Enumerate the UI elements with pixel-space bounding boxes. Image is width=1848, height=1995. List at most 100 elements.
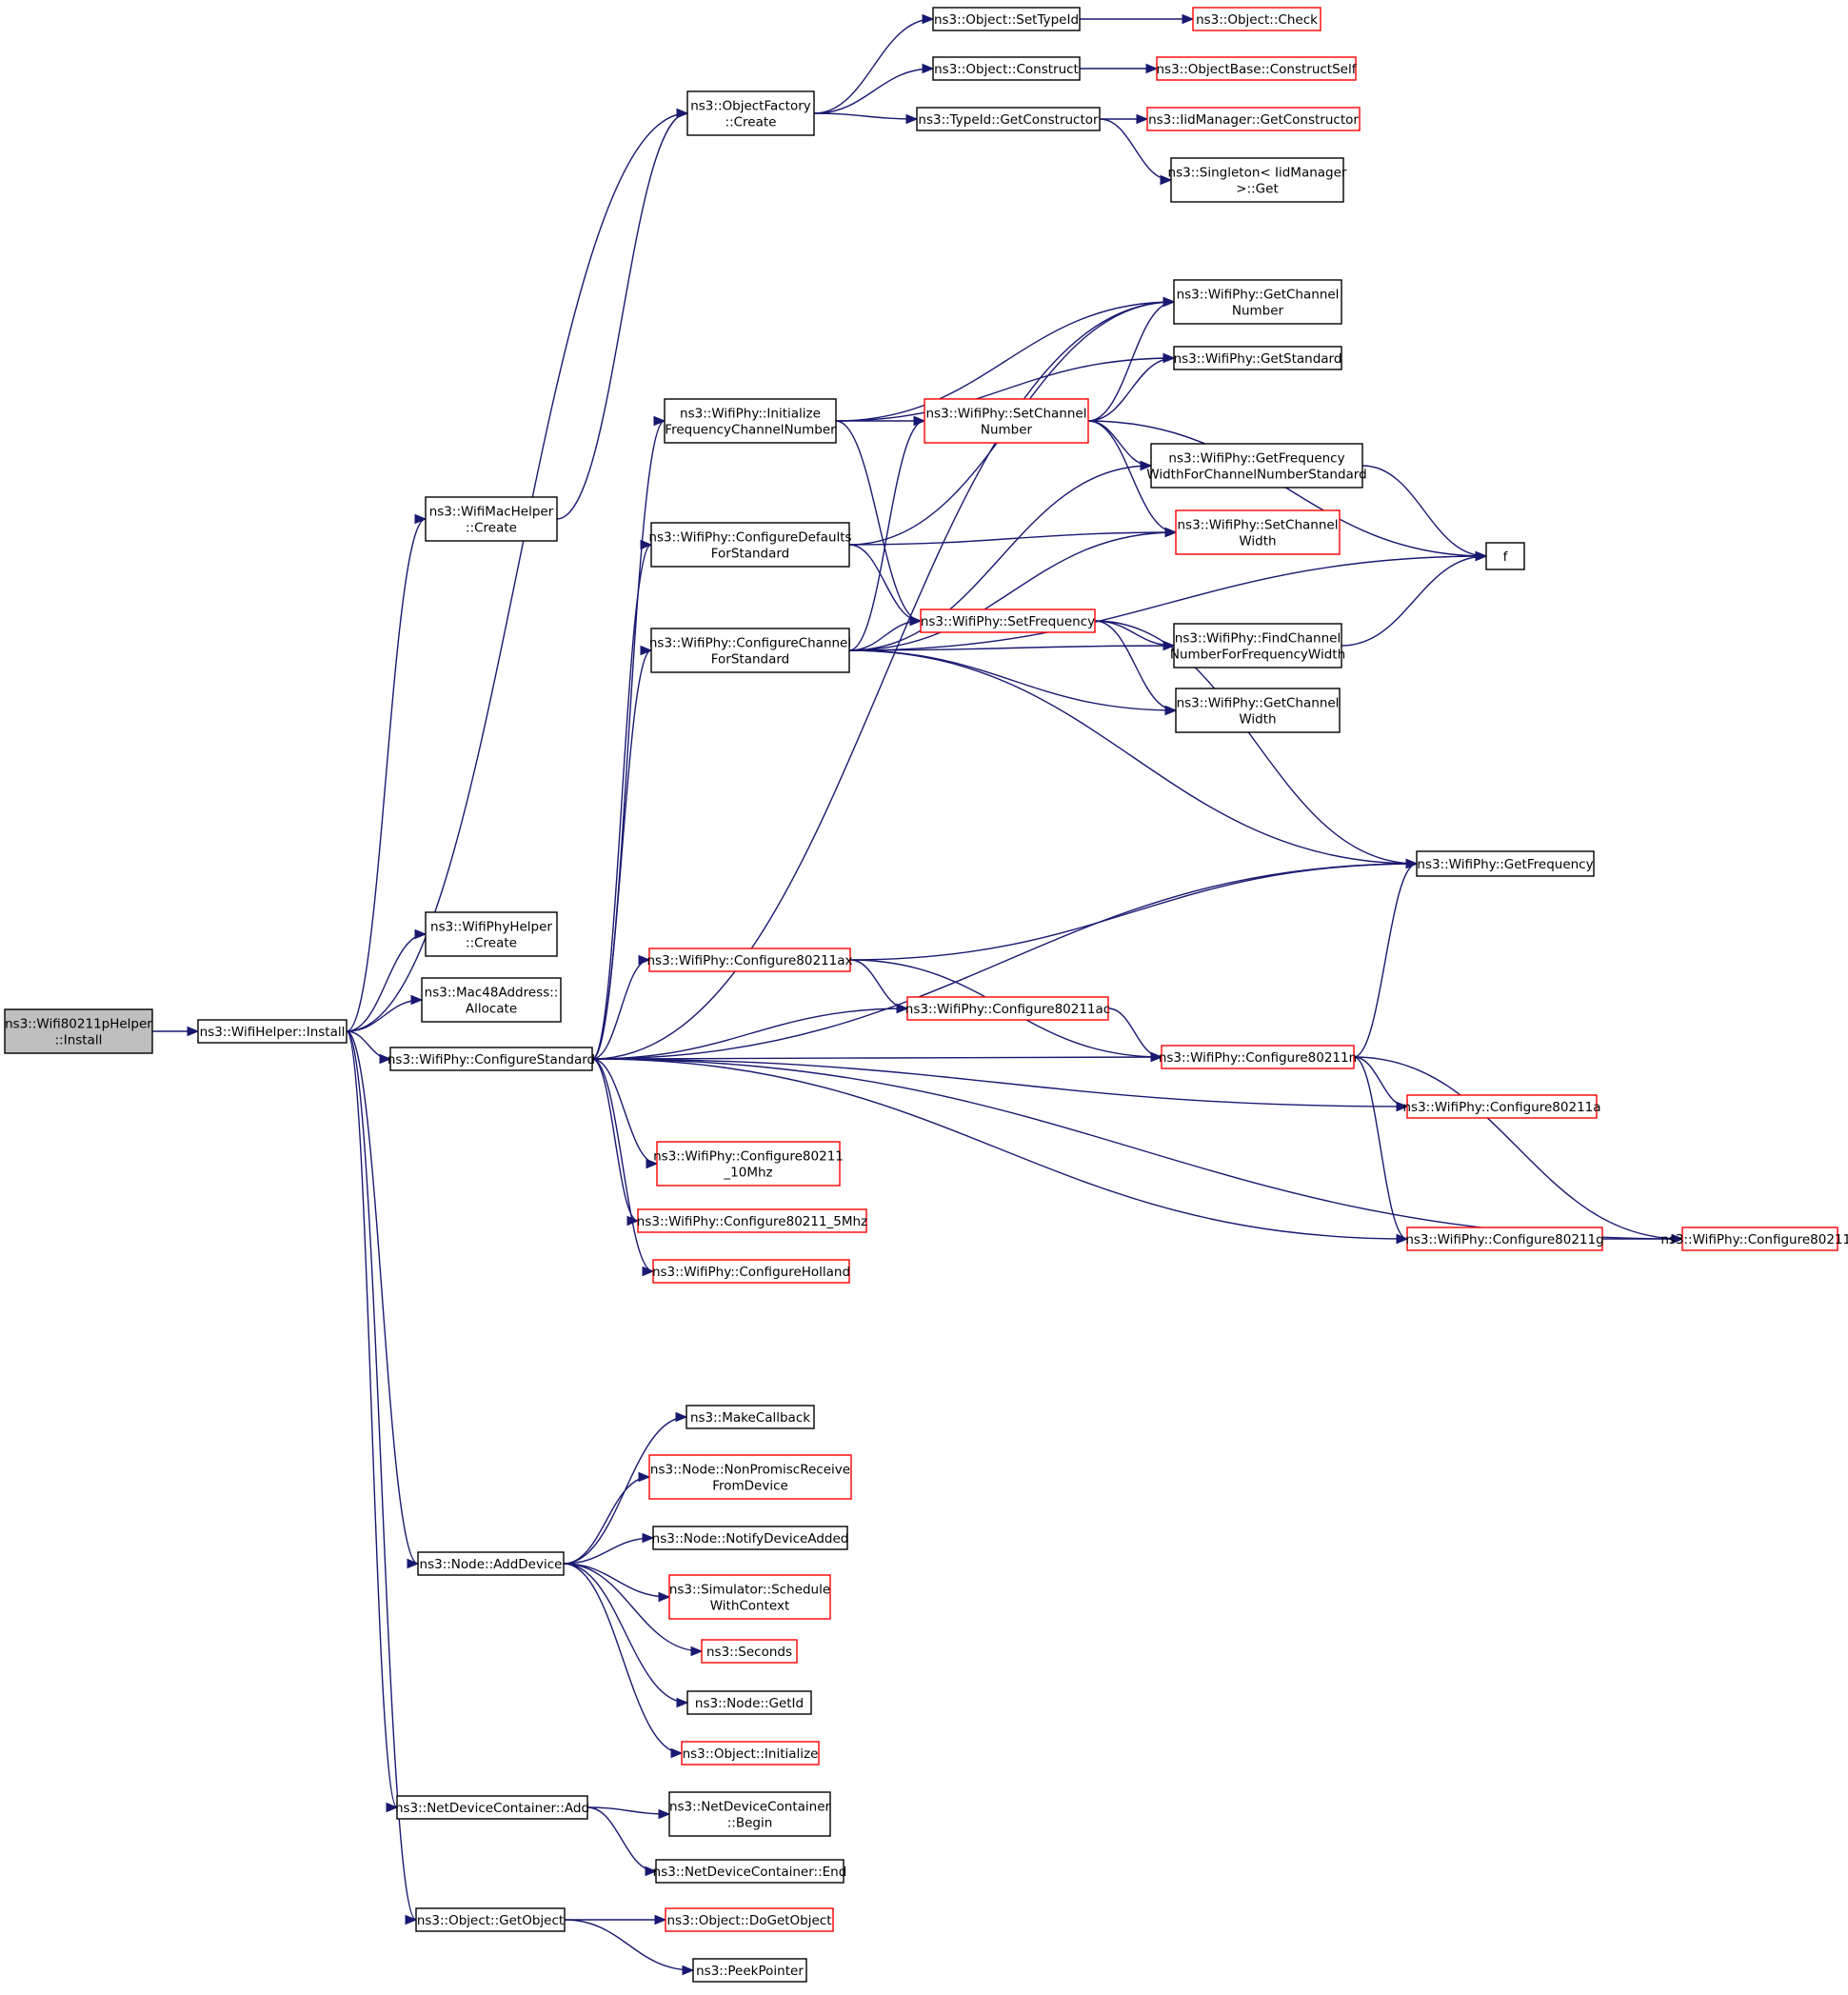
node-n28[interactable]: ns3::WifiPhy::Configure80211ac (905, 996, 1110, 1021)
edge-n16-n17 (836, 415, 926, 427)
node-label: ns3::PeekPointer (696, 1964, 804, 1979)
node-n22[interactable]: ns3::WifiPhy::ConfigureChannelForStandar… (649, 628, 851, 673)
node-n15[interactable]: ns3::WifiPhy::GetStandard (1173, 346, 1342, 370)
node-n39[interactable]: ns3::Node::NotifyDeviceAdded (652, 1526, 849, 1550)
node-n23[interactable]: ns3::WifiPhy::SetFrequency (920, 608, 1096, 633)
node-n47[interactable]: ns3::Object::GetObject (415, 1907, 566, 1932)
arrowhead (638, 1471, 651, 1483)
node-n32[interactable]: ns3::WifiPhy::Configure80211_5Mhz (637, 1208, 867, 1233)
node-n19[interactable]: ns3::WifiPhy::ConfigureDefaultsForStanda… (648, 522, 852, 568)
node-n7[interactable]: ns3::TypeId::GetConstructor (916, 107, 1101, 131)
node-n42[interactable]: ns3::Node::GetId (686, 1690, 812, 1715)
node-label: ::Create (466, 936, 517, 951)
edge-n1-n2 (346, 108, 689, 1032)
node-n36[interactable]: ns3::Node::AddDevice (417, 1551, 565, 1576)
node-n11[interactable]: ns3::WifiPhyHelper::Create (425, 911, 558, 957)
node-n30[interactable]: ns3::WifiPhy::Configure80211a (1402, 1094, 1601, 1119)
edge-line (848, 649, 1418, 865)
edge-line (813, 18, 934, 114)
arrowhead (379, 1053, 392, 1065)
node-n2[interactable]: ns3::ObjectFactory::Create (686, 90, 815, 136)
arrowhead (645, 1865, 658, 1877)
node-label: ns3::WifiPhy::Configure80211_5Mhz (637, 1214, 867, 1229)
node-n48[interactable]: ns3::Object::DoGetObject (665, 1907, 834, 1932)
node-n37[interactable]: ns3::MakeCallback (686, 1405, 815, 1429)
node-n1[interactable]: ns3::WifiHelper::Install (197, 1019, 348, 1044)
arrowhead (682, 1965, 695, 1976)
node-n24[interactable]: ns3::WifiPhy::FindChannelNumberForFreque… (1170, 623, 1345, 668)
edge-line (346, 112, 688, 1032)
arrowhead (1396, 1233, 1409, 1245)
node-n31[interactable]: ns3::WifiPhy::Configure80211_10Mhz (653, 1141, 844, 1187)
arrowhead (913, 415, 926, 427)
edge-n22-n20 (848, 527, 1178, 651)
node-box (417, 1551, 565, 1576)
node-n34[interactable]: ns3::WifiPhy::Configure80211g (1405, 1227, 1604, 1251)
node-n33[interactable]: ns3::WifiPhy::ConfigureHolland (652, 1259, 850, 1284)
node-box (668, 1574, 831, 1620)
node-n9[interactable]: ns3::Singleton< IidManager>::Get (1168, 157, 1347, 203)
node-n10[interactable]: ns3::WifiMacHelper::Create (425, 496, 558, 542)
node-n8[interactable]: ns3::IidManager::GetConstructor (1146, 107, 1361, 131)
node-n41[interactable]: ns3::Seconds (701, 1639, 798, 1664)
node-n45[interactable]: ns3::NetDeviceContainer::Begin (668, 1791, 831, 1837)
node-n35[interactable]: ns3::WifiPhy::Configure80211b (1660, 1227, 1848, 1251)
node-n13[interactable]: ns3::WifiPhy::ConfigureStandard (387, 1047, 595, 1071)
edge-n2-n7 (813, 112, 919, 125)
edge-n1-n10 (346, 513, 427, 1032)
node-box (425, 496, 558, 542)
edge-n5-n6 (1080, 63, 1159, 74)
node-box (1146, 107, 1361, 131)
node-label: ns3::Object::Construct (934, 62, 1079, 77)
node-box (197, 1019, 348, 1044)
edge-n36-n38 (563, 1471, 651, 1565)
node-label: ns3::WifiPhy::FindChannel (1175, 631, 1341, 647)
node-n3[interactable]: ns3::Object::SetTypeId (932, 7, 1081, 31)
edge-line (848, 645, 1175, 651)
node-n26[interactable]: ns3::WifiPhy::GetFrequency (1416, 850, 1595, 877)
edge-n2-n5 (813, 63, 935, 114)
edge-line (591, 863, 1418, 1060)
node-n16[interactable]: ns3::WifiPhy::InitializeFrequencyChannel… (664, 398, 837, 444)
edge-line (835, 420, 922, 622)
node-label: NumberForFrequencyWidth (1170, 648, 1345, 663)
node-n12[interactable]: ns3::Mac48Address::Allocate (421, 977, 562, 1023)
node-box (650, 628, 850, 673)
node-box (1681, 1227, 1838, 1251)
node-label: ns3::WifiPhy::ConfigureChannel (649, 636, 851, 651)
node-box (1192, 7, 1321, 31)
node-box (916, 107, 1101, 131)
node-n27[interactable]: ns3::WifiPhy::Configure80211ax (646, 948, 853, 972)
node-box (920, 608, 1096, 633)
edge-line (1107, 1007, 1162, 1058)
node-n5[interactable]: ns3::Object::Construct (932, 56, 1081, 81)
node-box (648, 948, 851, 972)
node-n21[interactable]: f (1485, 542, 1525, 570)
node-label: WidthForChannelNumberStandard (1146, 468, 1366, 483)
edge-n1-n11 (346, 928, 427, 1032)
node-label: ns3::WifiPhy::SetChannel (1178, 518, 1339, 533)
node-n46[interactable]: ns3::NetDeviceContainer::End (653, 1859, 847, 1884)
node-n6[interactable]: ns3::ObjectBase::ConstructSelf (1156, 56, 1358, 81)
node-n29[interactable]: ns3::WifiPhy::Configure80211n (1159, 1045, 1357, 1069)
edge-line (1361, 465, 1487, 557)
edge-line (849, 863, 1418, 961)
node-n4[interactable]: ns3::Object::Check (1192, 7, 1321, 31)
arrowhead (909, 615, 923, 627)
node-n0[interactable]: ns3::Wifi80211pHelper::Install (4, 1008, 153, 1054)
node-n43[interactable]: ns3::Object::Initialize (681, 1741, 820, 1766)
edge-n44-n45 (586, 1806, 671, 1820)
node-label: ::Begin (727, 1816, 773, 1831)
node-n44[interactable]: ns3::NetDeviceContainer::Add (395, 1795, 589, 1820)
node-n18[interactable]: ns3::WifiPhy::GetFrequencyWidthForChanne… (1146, 443, 1367, 489)
node-n49[interactable]: ns3::PeekPointer (692, 1958, 807, 1983)
edge-n27-n28 (849, 959, 909, 1014)
node-box (1173, 623, 1342, 668)
arrowhead (414, 928, 427, 940)
